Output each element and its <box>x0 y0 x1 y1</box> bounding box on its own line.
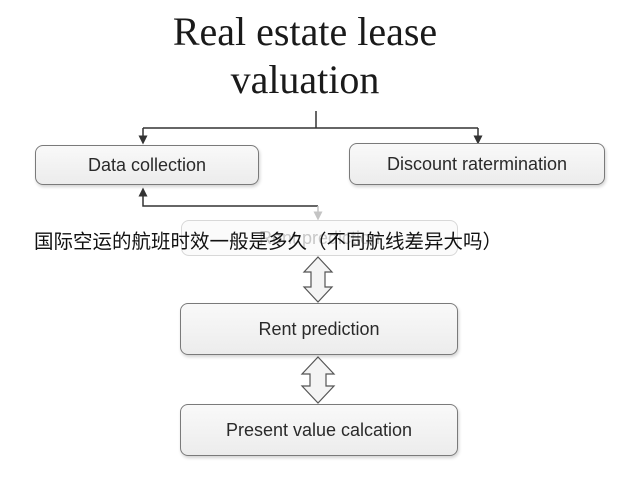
title-line-2: valuation <box>230 57 380 102</box>
diagram-title: Real estate lease valuation <box>0 8 610 104</box>
present-value-label: Present value calcation <box>225 419 413 440</box>
double-arrow-lower <box>300 356 336 404</box>
data-collection-label: Data collection <box>87 154 207 175</box>
data-collection-box: Data collection <box>35 145 259 185</box>
faded-rent-prediction-label: Rent prediction <box>258 227 381 248</box>
feedback-line <box>138 187 318 207</box>
faded-rent-prediction-box: Rent prediction <box>181 220 458 256</box>
discount-rate-label: Discount ratermination <box>386 153 568 174</box>
rent-prediction-label: Rent prediction <box>258 318 380 339</box>
double-arrow-upper <box>302 256 334 303</box>
overlay-question-text: 国际空运的航班时效一般是多久（不同航线差异大吗） <box>34 230 503 253</box>
present-value-box: Present value calcation <box>180 404 458 456</box>
rent-prediction-box: Rent prediction <box>180 303 458 355</box>
discount-rate-box: Discount ratermination <box>349 143 605 185</box>
title-line-1: Real estate lease <box>172 9 438 54</box>
